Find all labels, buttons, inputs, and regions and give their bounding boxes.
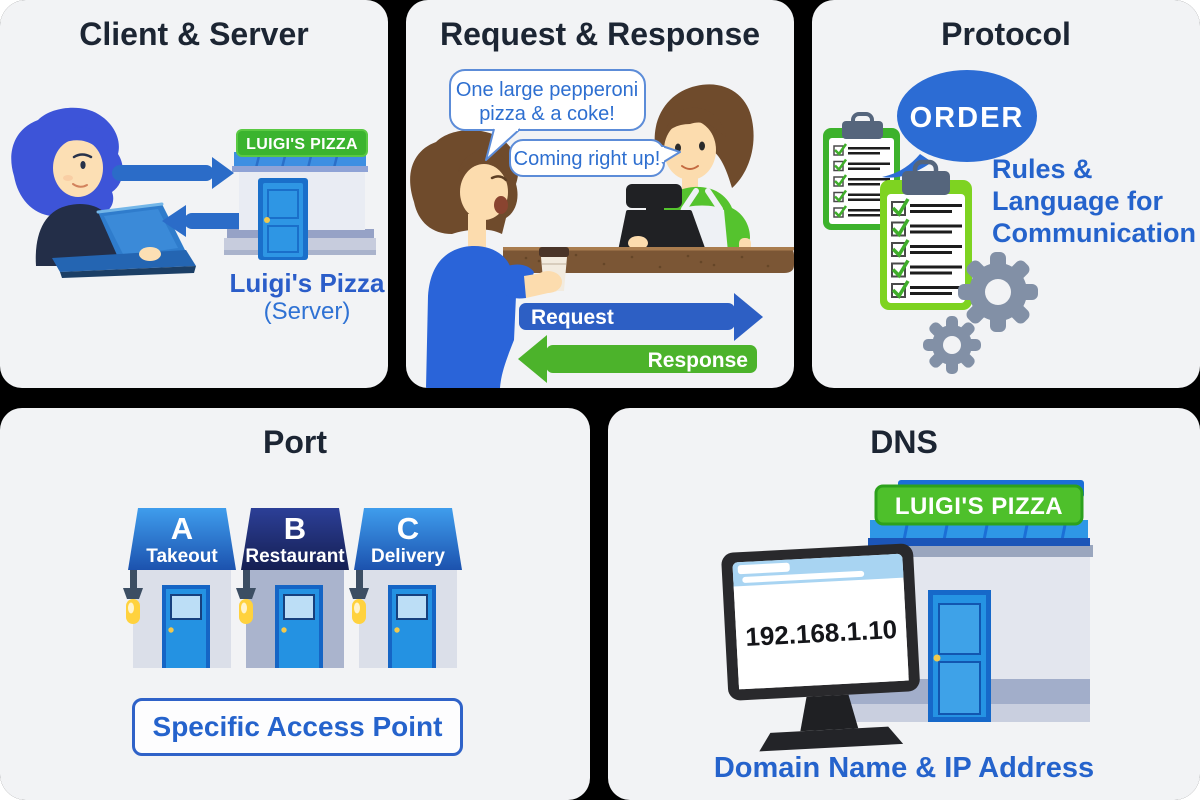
browser-address-bar: [742, 570, 865, 583]
caption-text: Specific Access Point: [152, 711, 443, 742]
panel-port: Port: [0, 408, 590, 800]
panel-client-server: Client & Server: [0, 0, 388, 388]
caption-subline: (Server): [263, 298, 351, 325]
bubble-text-line2: pizza & a coke!: [479, 103, 615, 125]
bubble-text: Coming right up!: [514, 148, 661, 170]
protocol-caption: Rules & Language for Communication: [992, 153, 1197, 249]
browser-tab: [737, 562, 790, 575]
protocol-illustration: ORDER: [823, 70, 1038, 374]
request-arrow-icon: Request: [519, 293, 763, 341]
door-icon: [388, 585, 436, 668]
request-arrow-label: Request: [531, 306, 614, 329]
counter: [503, 247, 794, 273]
response-arrow-icon: Response: [518, 335, 757, 383]
pizza-shop-building: LUIGI'S PIZZA: [848, 480, 1093, 722]
caption-line: Luigi's Pizza: [229, 268, 385, 298]
speech-bubble-request: One large pepperoni pizza & a coke!: [449, 69, 646, 161]
panel-title: Request & Response: [439, 16, 761, 52]
panel-protocol: Protocol: [812, 0, 1200, 388]
cash-register-icon: [618, 184, 706, 253]
door-icon: [258, 178, 308, 260]
lamp-icon: [349, 570, 369, 624]
response-arrow-label: Response: [648, 349, 748, 372]
caption-line: Rules &: [992, 154, 1093, 184]
port-label: Delivery: [371, 546, 445, 567]
bubble-text-line1: One large pepperoni: [456, 79, 638, 101]
client-server-illustration: LUIGI'S PIZZA: [11, 107, 376, 278]
panel-dns: DNS LU: [608, 408, 1200, 800]
port-label: Takeout: [146, 546, 218, 567]
response-arrow-icon: [162, 205, 248, 237]
port-letter: C: [397, 511, 419, 546]
order-bubble-label: ORDER: [910, 102, 1025, 134]
laptop-icon: [52, 202, 196, 278]
door-icon: [275, 585, 323, 668]
sign-text: LUIGI'S PIZZA: [246, 136, 358, 153]
sign-text: LUIGI'S PIZZA: [895, 493, 1063, 520]
server-building-illustration: LUIGI'S PIZZA: [224, 129, 376, 260]
lamp-icon: [236, 570, 256, 624]
coffee-cup-icon: [534, 247, 569, 293]
luigis-pizza-sign: LUIGI'S PIZZA: [236, 129, 368, 157]
gears-icon: [923, 252, 1038, 374]
dns-caption: Domain Name & IP Address: [713, 752, 1095, 784]
speech-bubble-response: Coming right up!: [509, 139, 681, 177]
request-response-illustration: One large pepperoni pizza & a coke! Comi…: [410, 69, 794, 388]
order-speech-bubble: ORDER: [882, 70, 1037, 178]
door-icon: [928, 590, 991, 722]
panel-request-response: Request & Response: [406, 0, 794, 388]
port-illustration: A Takeout B: [123, 508, 462, 668]
caption-line: Communication: [992, 218, 1197, 248]
storefront-a: A Takeout: [123, 508, 236, 668]
panel-title: Protocol: [941, 16, 1071, 52]
lamp-icon: [123, 570, 143, 624]
luigis-pizza-sign: LUIGI'S PIZZA: [874, 484, 1084, 526]
hand: [139, 247, 161, 261]
monitor-icon: 192.168.1.10: [721, 543, 920, 752]
dns-illustration: LUIGI'S PIZZA 192.168.1.10: [721, 480, 1093, 752]
panel-title: Client & Server: [79, 16, 309, 52]
port-label: Restaurant: [245, 546, 345, 567]
port-letter: B: [284, 511, 306, 546]
server-caption: Luigi's Pizza (Server): [212, 268, 388, 326]
caption-line: Language for: [992, 186, 1164, 216]
checklist-clipboard-icon: [880, 159, 972, 310]
port-letter: A: [171, 511, 193, 546]
panel-title: Port: [263, 424, 327, 460]
cashier-hand: [628, 236, 648, 250]
storefront-b: B Restaurant: [236, 508, 349, 668]
door-icon: [162, 585, 210, 668]
specific-access-point-box: Specific Access Point: [132, 698, 463, 756]
client-woman-illustration: [11, 107, 152, 266]
panel-title: DNS: [870, 424, 938, 460]
storefront-c: C Delivery: [349, 508, 462, 668]
request-arrow-icon: [112, 157, 234, 189]
